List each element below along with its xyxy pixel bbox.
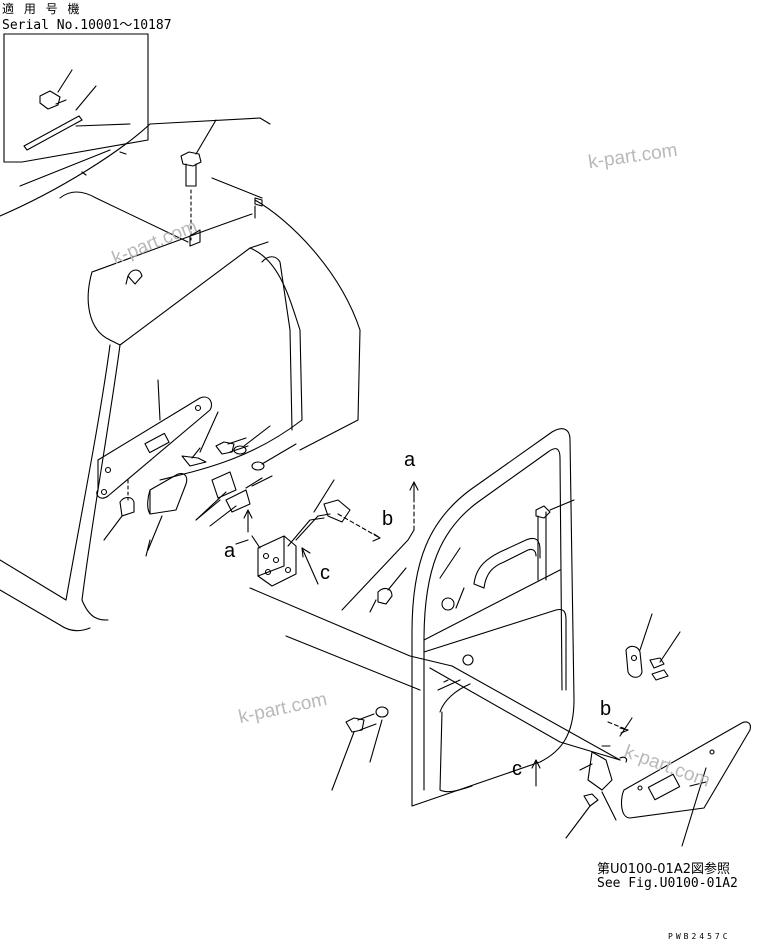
door-lock-assembly — [236, 480, 380, 586]
leader-lines — [146, 500, 220, 556]
view-label-c-lower: c — [512, 758, 522, 780]
striker-plate — [97, 380, 218, 550]
view-label-a-upper: a — [404, 449, 416, 471]
alignment-lines — [250, 588, 620, 760]
view-label-c-upper: c — [320, 562, 330, 584]
bracket-and-screw — [626, 614, 680, 680]
serial-range: Serial No.10001～10187 — [2, 18, 172, 33]
door-panel — [412, 429, 574, 806]
bolt-and-washers — [196, 426, 296, 526]
figure-reference-jp: 第U0100-01A2図参照 — [597, 862, 730, 877]
figure-reference-en: See Fig.U0100-01A2 — [597, 876, 738, 891]
rod-linkage — [342, 482, 418, 612]
view-label-b-upper: b — [382, 508, 394, 530]
applicability-label: 適 用 号 機 — [2, 2, 83, 16]
view-label-b-lower: b — [600, 698, 612, 720]
cover-panel — [622, 722, 751, 846]
top-bolt — [181, 120, 262, 240]
view-label-a-lower: a — [224, 540, 236, 562]
serial-inset-box — [4, 34, 148, 186]
cab-body — [0, 118, 360, 631]
lower-latch — [532, 718, 632, 838]
drawing-code: PWB2457C — [668, 932, 731, 941]
lower-bolt-and-washer — [332, 707, 388, 790]
